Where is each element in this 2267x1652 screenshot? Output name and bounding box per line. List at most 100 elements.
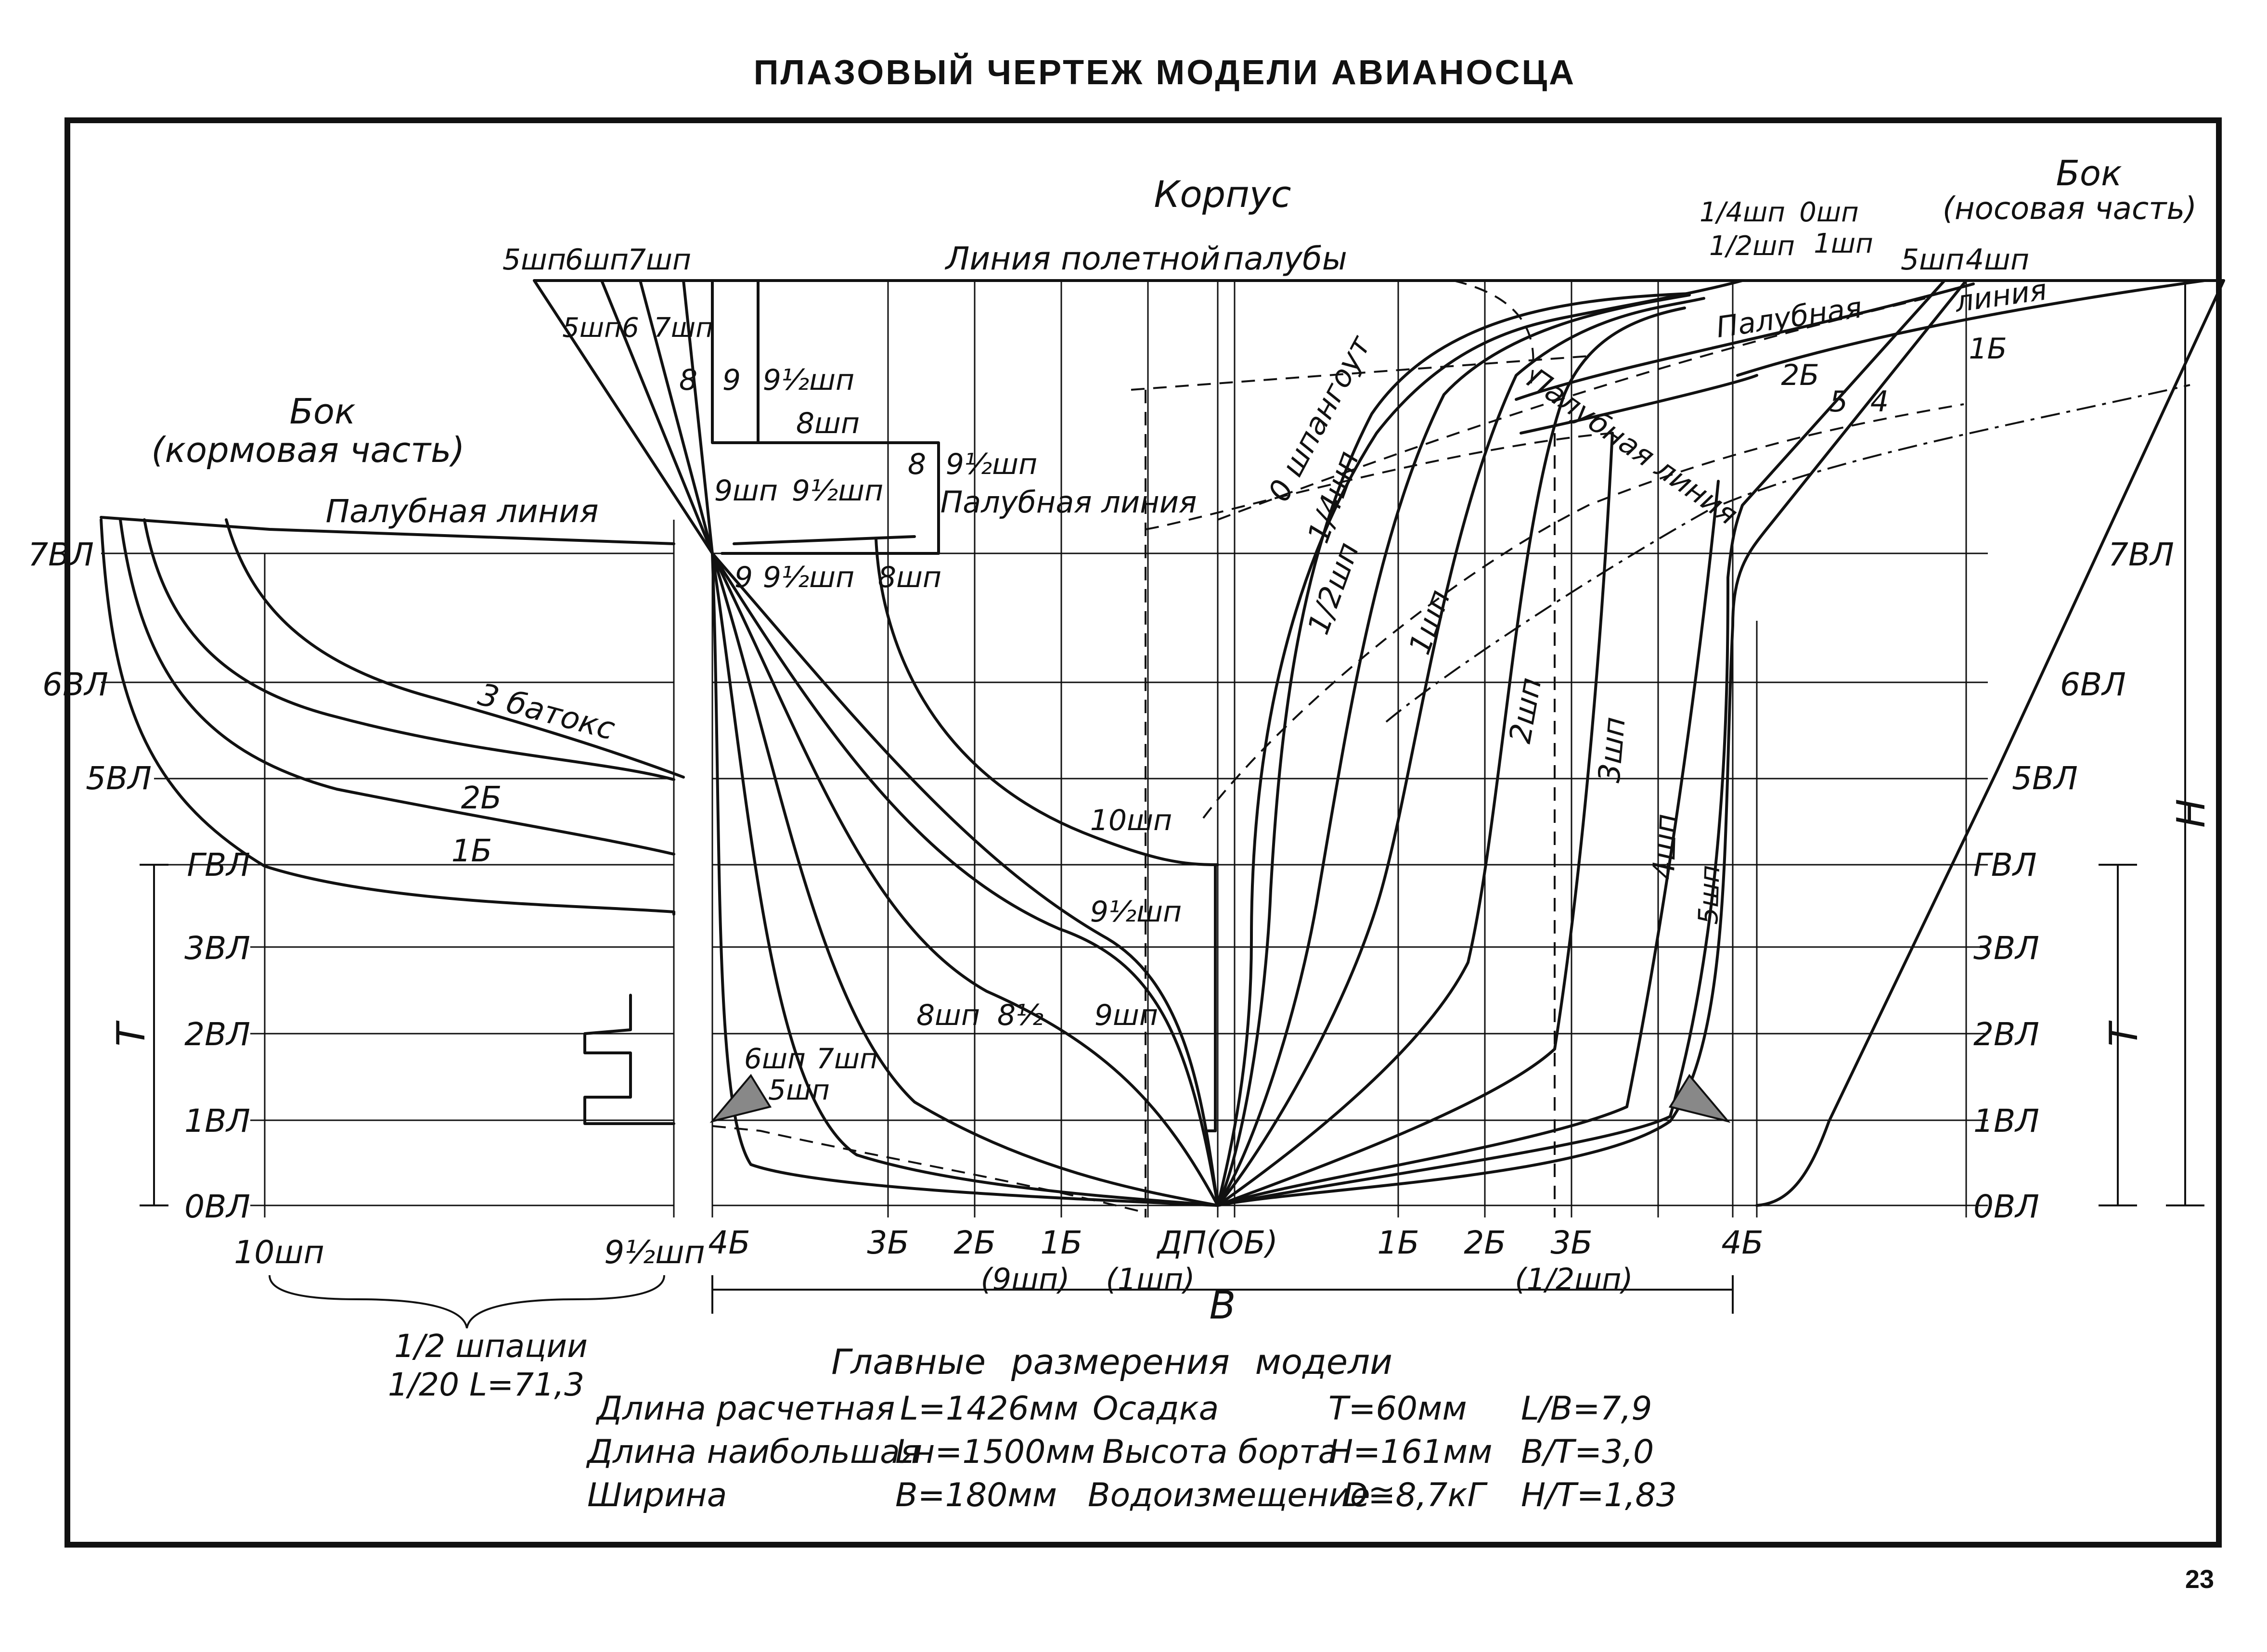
buttock-label: 1Б (1040, 1224, 1082, 1261)
dim-name: Ширина (587, 1476, 727, 1514)
top-right-frame-label: 0шп (1799, 197, 1858, 228)
frame-7-inner: 7шп (654, 312, 713, 344)
frame-9b-label: 9 (734, 561, 753, 594)
dim-ratio: B/T=3,0 (1521, 1433, 1654, 1471)
dim-name: Осадка (1093, 1390, 1219, 1428)
wl-label: 5ВЛ (86, 760, 152, 797)
frame-8-label: 8 (679, 363, 697, 397)
sub-label-1shp: (1шп) (1106, 1262, 1195, 1297)
frame-9shp-label: 9шп (714, 474, 778, 508)
dim-value: L=1426мм (900, 1390, 1079, 1428)
half-spacing-label: 1/2 шпации (394, 1328, 588, 1365)
frame-9half2-label: 9½шп (792, 474, 883, 508)
stern-side-subtitle: (кормовая часть) (151, 430, 464, 470)
frame-9half3-label: 9½шп (946, 448, 1037, 481)
dim-ratio: H/T=1,83 (1521, 1476, 1677, 1514)
dim-value: H=161мм (1328, 1433, 1493, 1471)
frame-9half-label: 9½шп (604, 1234, 705, 1271)
bow-buttock-1-label: 1Б (1969, 332, 2007, 366)
frame-4r-top-label: 4шп (1966, 243, 2029, 277)
body-plan-title: Корпус (1154, 173, 1291, 216)
top-right-frame-label: 1/2шп (1709, 231, 1795, 262)
buttock-label: 4Б (708, 1224, 750, 1261)
buttock-3-label: 3 батокс (475, 677, 618, 747)
wl-label: 1ВЛ (184, 1102, 250, 1140)
buttock-1-label: 1Б (451, 833, 492, 869)
buttock-label: 1Б (1377, 1224, 1419, 1261)
drawing-frame (64, 117, 2222, 1548)
bow-palubnaya-label: Палубная (1714, 291, 1864, 345)
bilge-keel-right (1668, 1074, 1731, 1123)
stern-side-title: Бок (290, 391, 356, 432)
frame-8shpb-label: 8шп (878, 561, 941, 594)
buttock-label: ДП(ОБ) (1156, 1224, 1278, 1261)
half-spacing-brace (269, 1275, 665, 1329)
frame-9half-label: 9½шп (763, 363, 854, 397)
dim-value: D≅8,7кГ (1343, 1476, 1488, 1514)
frame-3-label: 3шп (1591, 716, 1632, 784)
half-spacing-length: 1/20 L=71,3 (388, 1366, 584, 1403)
frame-9-label: 9 (722, 363, 741, 397)
sub-label-9shp: (9шп) (980, 1262, 1069, 1297)
wl-label: 0ВЛ (1973, 1188, 2039, 1225)
frame-0-label: 0 шпангоут (1261, 329, 1378, 507)
wl-label: 2ВЛ (184, 1016, 250, 1053)
bow-four-label: 4 (1870, 385, 1889, 419)
sub-label-halfshp: (1/2шп) (1515, 1262, 1633, 1297)
stern-side-view (100, 516, 685, 1217)
wl-label: 7ВЛ (2108, 536, 2174, 573)
waterline-labels-left: 7ВЛ 6ВЛ 5ВЛ ГВЛ 3ВЛ 2ВЛ 1ВЛ 0ВЛ (28, 536, 250, 1225)
dimensions-header: Главные размерения модели (831, 1342, 1392, 1382)
draft-t-label-right: Т (2101, 1020, 2146, 1046)
top-right-frame-label: 1/4шп (1700, 197, 1785, 228)
depth-h-label: Н (2169, 799, 2214, 828)
top-right-frame-label: 1шп (1814, 228, 1873, 259)
dim-name: Длина расчетная (595, 1390, 895, 1428)
buttock-label: 2Б (953, 1224, 995, 1261)
bow-side-subtitle: (носовая часть) (1943, 191, 2197, 227)
frame-9half-lower-label: 9½шп (1090, 895, 1182, 929)
bow-buttock-2-label: 2Б (1781, 359, 1819, 392)
frame-6-label: 6шп (565, 243, 629, 277)
wl-label: 0ВЛ (184, 1188, 250, 1225)
wl-label: ГВЛ (1973, 846, 2037, 884)
wl-label: 2ВЛ (1973, 1016, 2039, 1053)
frame-8shp-label: 8шп (796, 407, 860, 440)
buttock-labels-bottom: 4Б 3Б 2Б 1Б ДП(ОБ) 1Б 2Б 3Б 4Б (708, 1224, 1763, 1261)
main-dimensions-table: Главные размерения модели Длина расчетна… (586, 1342, 1677, 1514)
buttock-2-label: 2Б (461, 781, 502, 816)
buttock-label: 3Б (867, 1224, 909, 1261)
wl-label: 7ВЛ (28, 536, 94, 573)
beam-b-label: В (1210, 1283, 1236, 1328)
flight-deck-label-1: Линия полетной (945, 240, 1220, 277)
wl-label: ГВЛ (187, 846, 250, 884)
drawing-title: ПЛАЗОВЫЙ ЧЕРТЕЖ МОДЕЛИ АВИАНОСЦА (754, 52, 1576, 92)
wl-label: 5ВЛ (2012, 760, 2078, 797)
frame-6-lower-label: 6шп (744, 1042, 806, 1075)
frame-9halfb-label: 9½шп (763, 561, 854, 594)
frame-1-label: 1шп (1402, 585, 1457, 659)
frame-6-inner: 6 (622, 312, 639, 344)
frame-4-label: 4шп (1646, 813, 1684, 880)
stern-deck-line-label: Палубная линия (325, 493, 598, 530)
wl-label: 6ВЛ (42, 666, 108, 703)
bilge-keel-left (709, 1074, 772, 1123)
dim-ratio: L/B=7,9 (1521, 1390, 1652, 1428)
dim-name: Высота борта (1102, 1433, 1338, 1471)
body-deck-line-label: Палубная линия (940, 485, 1197, 520)
bow-side-view (1755, 279, 2225, 1217)
frame-5r-top-label: 5шп (1901, 243, 1964, 277)
frame-10-label: 10шп (234, 1234, 324, 1271)
dim-name: Водоизмещение (1088, 1476, 1370, 1514)
frame-5-lower-label: 5шп (768, 1074, 830, 1106)
dim-name: Длина наибольшая (586, 1433, 920, 1471)
dim-value: B=180мм (895, 1476, 1057, 1514)
wl-label: 1ВЛ (1973, 1102, 2039, 1140)
frame-7-label: 7шп (628, 243, 691, 277)
wl-label: 3ВЛ (184, 930, 250, 967)
buttock-label: 4Б (1721, 1224, 1763, 1261)
buttock-label: 2Б (1464, 1224, 1506, 1261)
frame-5-inner: 5шп (562, 312, 621, 344)
bow-side-title: Бок (2056, 153, 2122, 193)
